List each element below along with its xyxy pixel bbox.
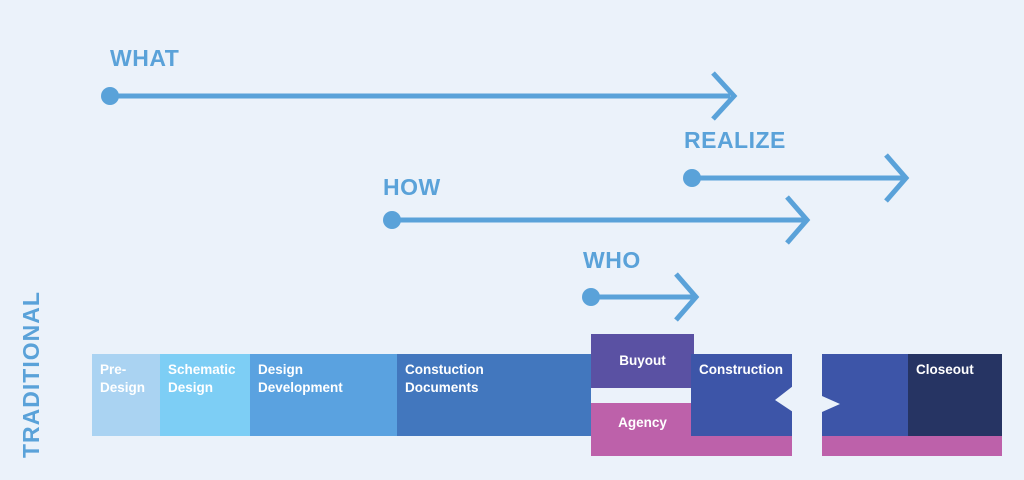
- phase-construction-documents-line-2: Documents: [405, 380, 479, 395]
- phase-construction-continued: [822, 354, 908, 436]
- phase-agency: Agency: [591, 403, 694, 443]
- phase-construction-label: Construction: [699, 362, 783, 377]
- phase-design-development: Design Development: [250, 354, 397, 436]
- phase-pre-design-line-1: Pre-: [100, 362, 127, 377]
- phase-pre-design-line-2: Design: [100, 380, 146, 395]
- phase-closeout: Closeout: [908, 354, 1002, 436]
- arrow-realize-head: [884, 153, 910, 203]
- phase-schematic-design: Schematic Design: [160, 354, 250, 436]
- arrow-how: [383, 195, 811, 245]
- arrow-label-who: WHO: [583, 247, 641, 273]
- arrow-who: [582, 272, 700, 322]
- phase-schematic-line-2: Design: [168, 380, 214, 395]
- phase-agency-label: Agency: [618, 415, 667, 430]
- phase-construction: Construction: [691, 354, 792, 436]
- phase-buyout: Buyout: [591, 334, 694, 388]
- phase-buyout-label: Buyout: [619, 353, 666, 368]
- side-label-traditional: TRADITIONAL: [18, 291, 44, 458]
- phase-schematic-line-1: Schematic: [168, 362, 236, 377]
- arrow-how-head: [785, 195, 811, 245]
- arrow-label-realize: REALIZE: [684, 127, 786, 153]
- phase-closeout-label: Closeout: [916, 362, 974, 377]
- arrow-what: [101, 71, 738, 121]
- arrow-label-what: WHAT: [110, 45, 180, 71]
- phase-design-development-line-2: Development: [258, 380, 343, 395]
- phase-construction-documents-line-1: Constuction: [405, 362, 484, 377]
- phase-pre-design: Pre- Design: [92, 354, 160, 436]
- phase-construction-documents: Constuction Documents: [397, 354, 591, 436]
- arrow-what-head: [711, 71, 738, 121]
- phase-agency-band-right: [822, 436, 1002, 456]
- arrow-who-head: [674, 272, 700, 322]
- phase-design-development-line-1: Design: [258, 362, 304, 377]
- arrow-realize: [683, 153, 910, 203]
- arrow-label-how: HOW: [383, 174, 441, 200]
